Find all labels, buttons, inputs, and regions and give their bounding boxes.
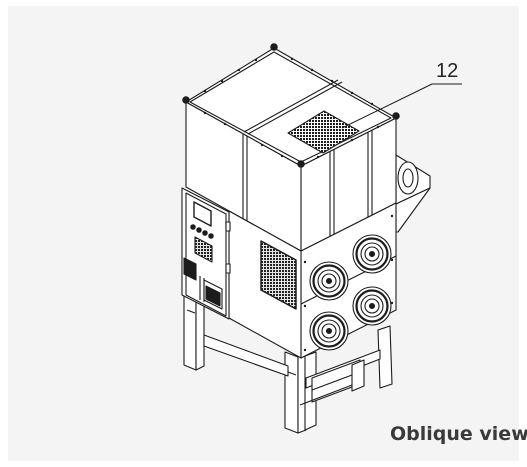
hopper bbox=[395, 154, 431, 233]
filter-housing bbox=[300, 202, 397, 359]
control-display bbox=[193, 201, 212, 227]
upper-cabinet bbox=[182, 43, 400, 252]
cabinet-vent bbox=[194, 236, 213, 263]
callout-number: 12 bbox=[436, 60, 459, 82]
filter-port bbox=[309, 311, 349, 351]
callout-leader bbox=[341, 83, 462, 129]
base-frame bbox=[183, 291, 393, 434]
filter-port bbox=[352, 234, 392, 274]
control-cabinet bbox=[181, 187, 231, 320]
control-button bbox=[208, 233, 214, 239]
side-panel bbox=[228, 210, 302, 359]
control-button bbox=[190, 224, 196, 230]
filter-port bbox=[352, 286, 392, 326]
control-button bbox=[202, 230, 208, 236]
view-caption: Oblique view bbox=[390, 423, 527, 445]
filter-port bbox=[309, 261, 349, 301]
top-vent-grille bbox=[287, 110, 360, 154]
control-button bbox=[196, 227, 202, 233]
